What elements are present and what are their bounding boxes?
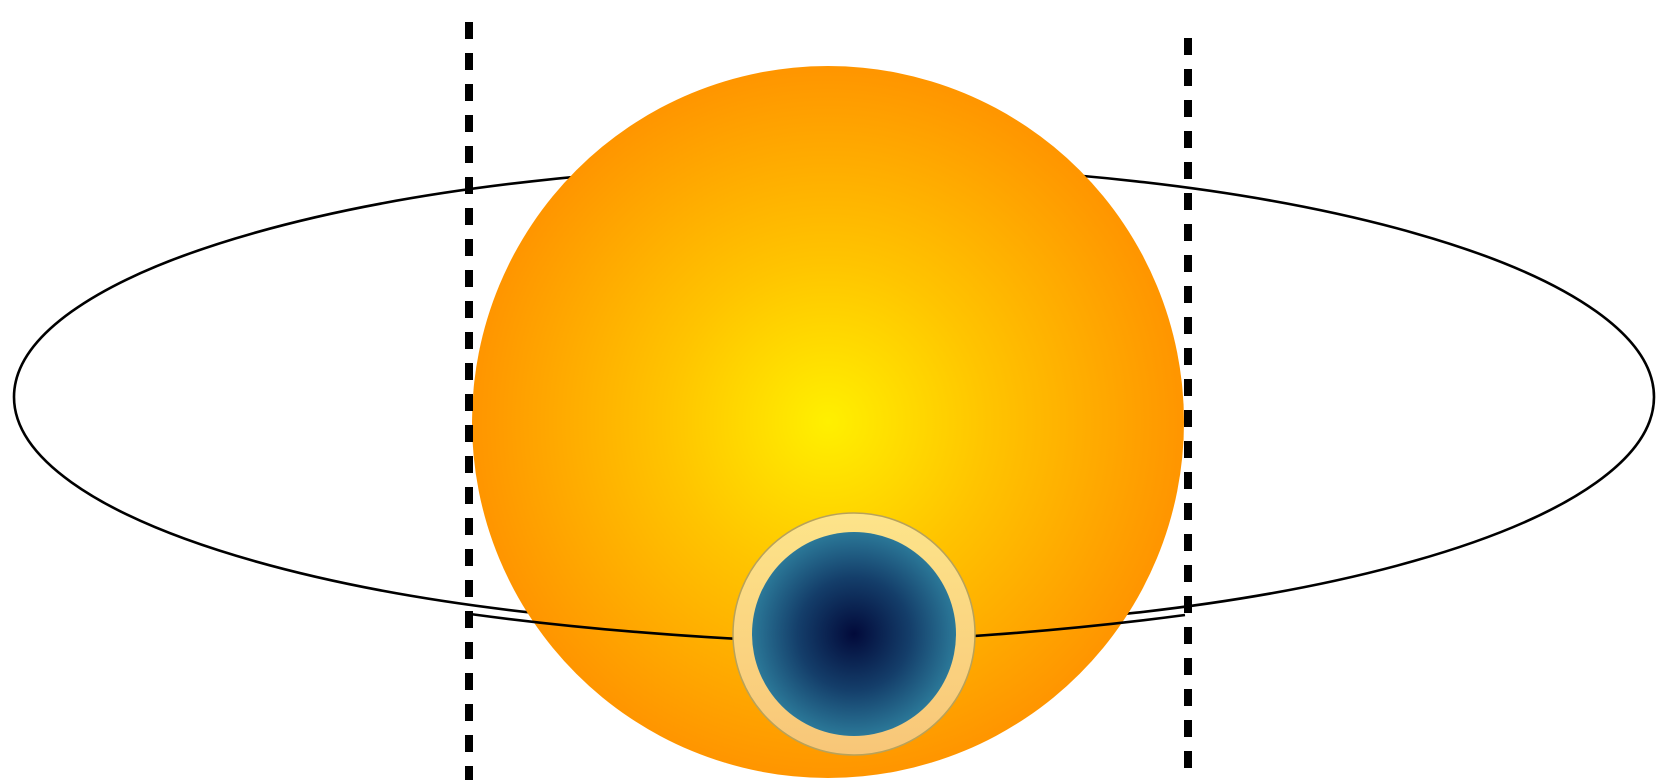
planet-disk xyxy=(752,532,956,736)
